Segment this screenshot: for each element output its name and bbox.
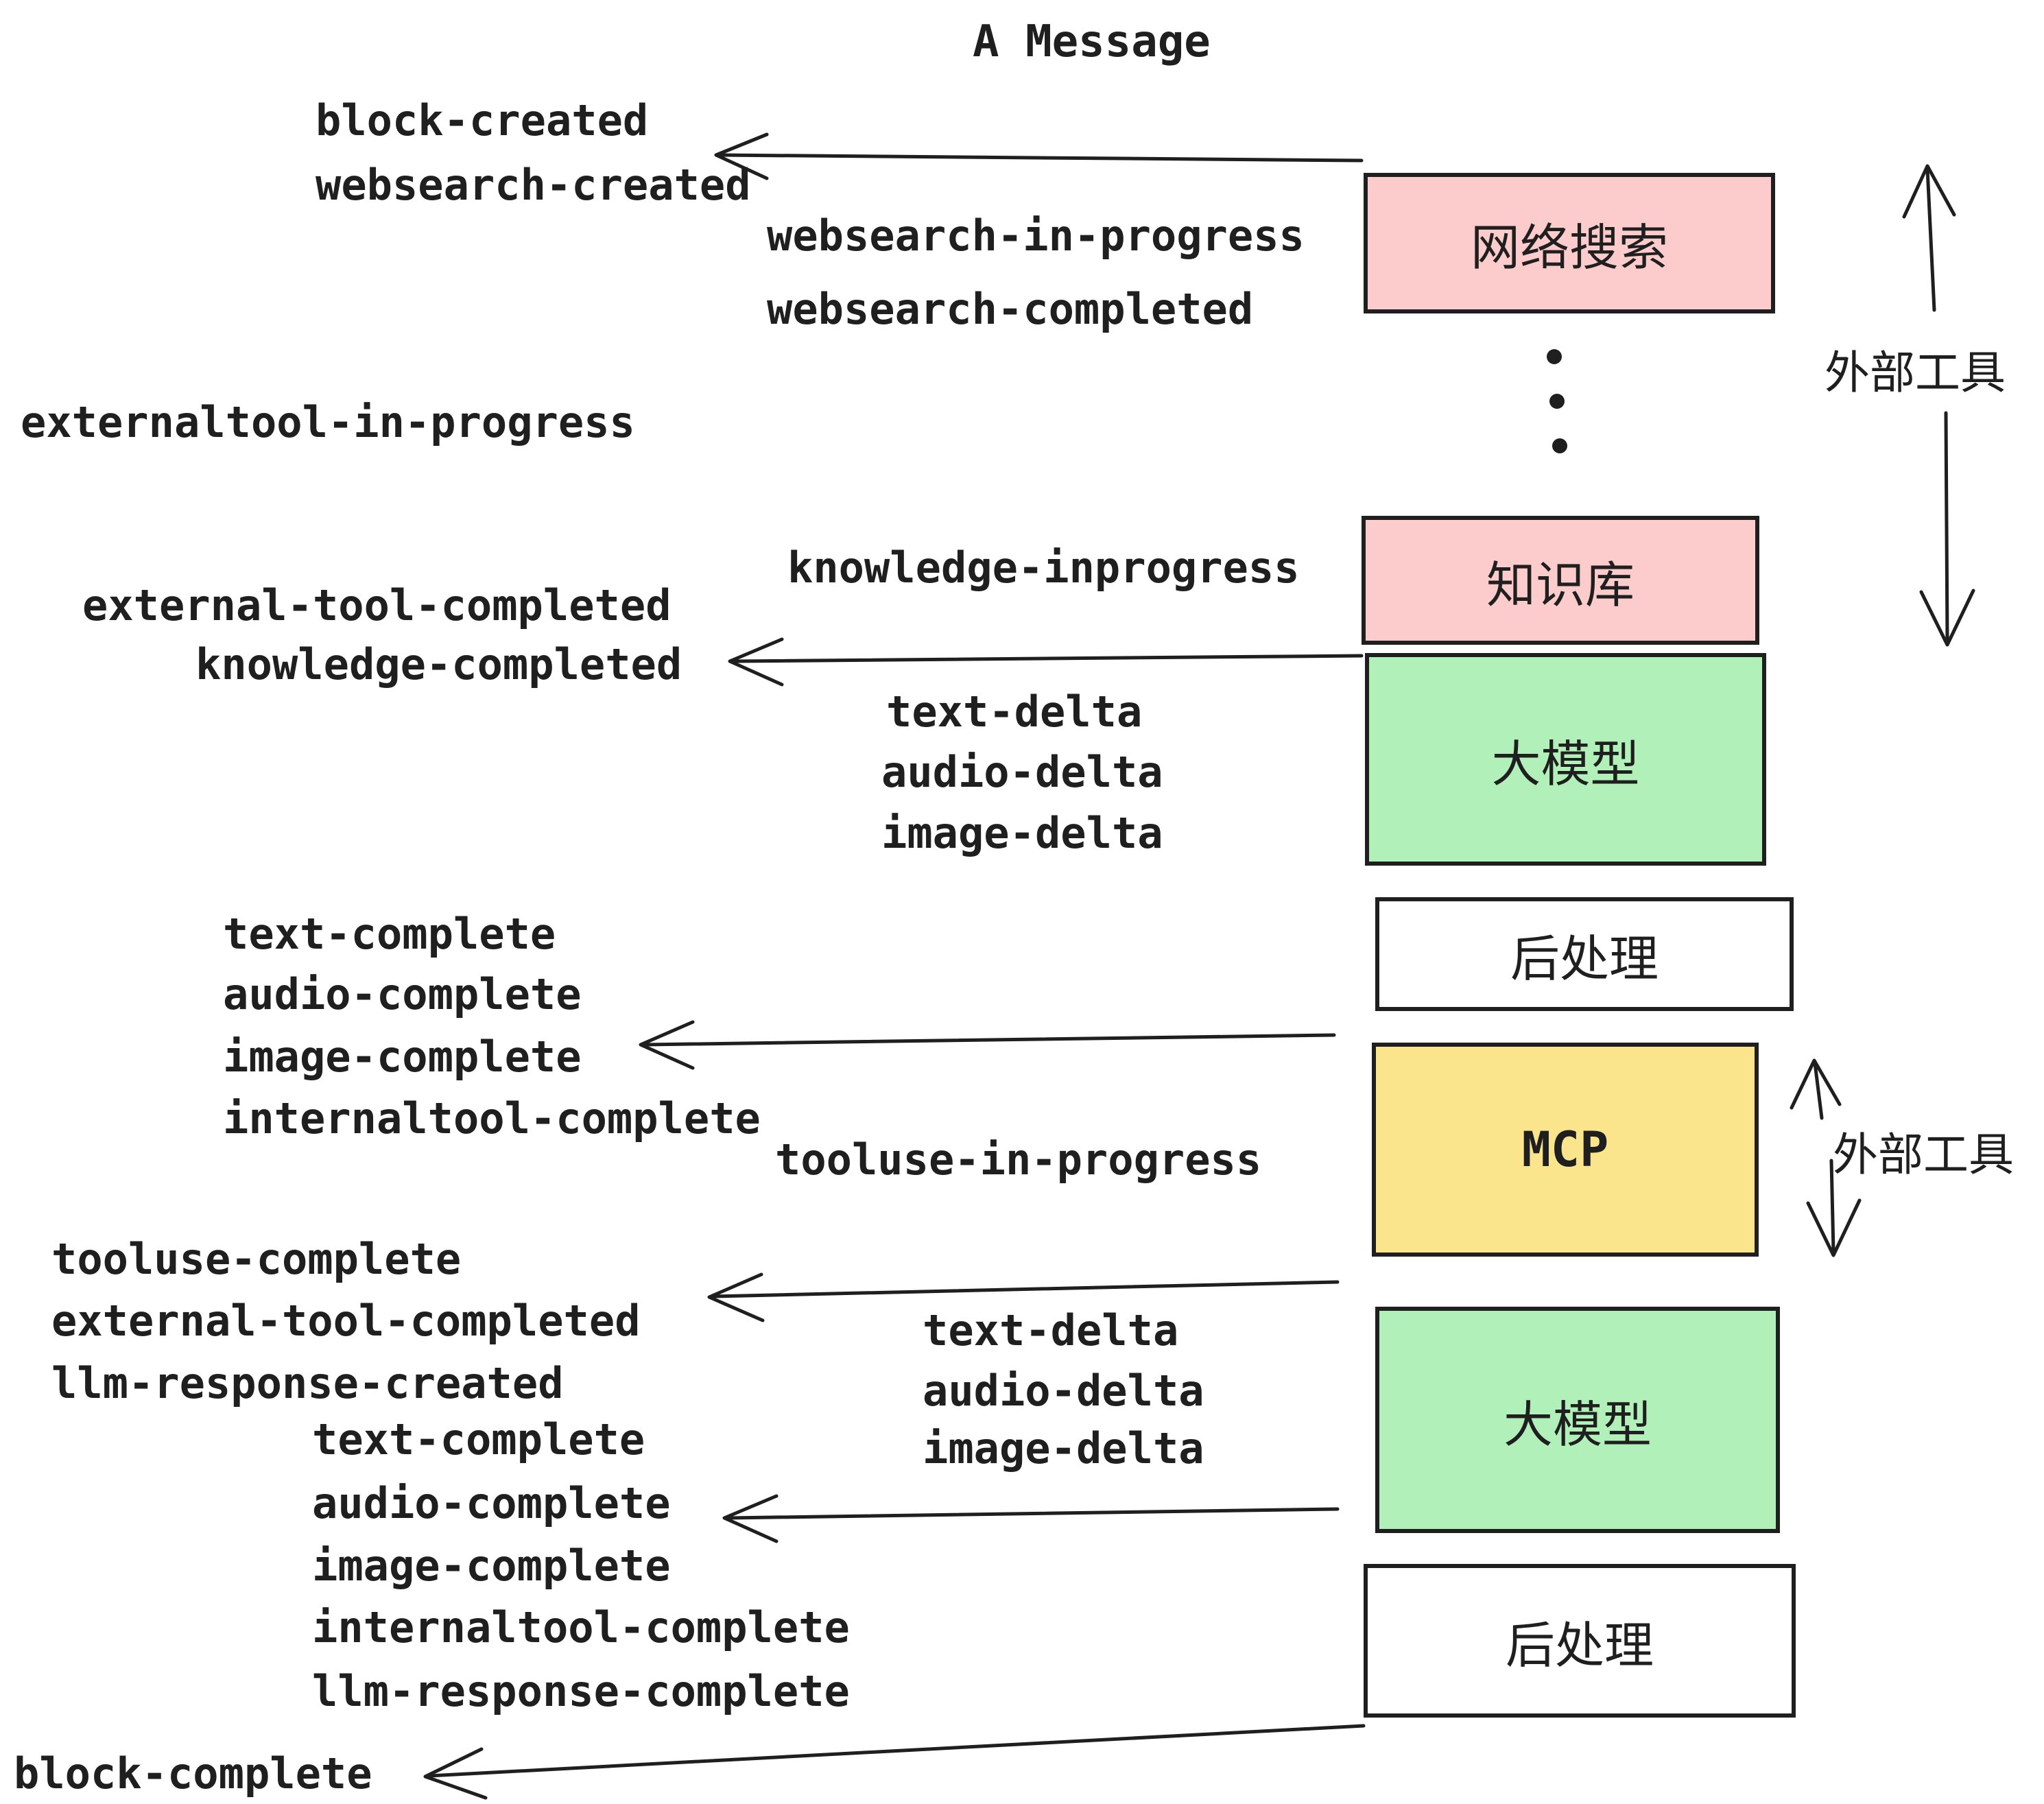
arrow-knowledge-completed-head (728, 637, 784, 687)
box-knowledge-label: 知识库 (1486, 558, 1635, 613)
event-knowledge-inprogress: knowledge-inprogress (787, 543, 1300, 593)
event-image-delta-2: image-delta (923, 1423, 1204, 1473)
external-tools-arrow-down-2-head (1806, 1198, 1862, 1257)
event-text-complete-1: text-complete (223, 909, 556, 959)
arrow-external-tool-completed-head (707, 1272, 765, 1322)
event-audio-delta-1: audio-delta (881, 747, 1163, 797)
arrow-block-complete-head (423, 1747, 488, 1800)
event-websearch-in-progress: websearch-in-progress (767, 211, 1305, 261)
box-knowledge: 知识库 (1362, 516, 1759, 645)
box-postprocess-2: 后处理 (1364, 1564, 1796, 1718)
event-external-tool-completed-2: external-tool-completed (51, 1296, 641, 1346)
box-mcp: MCP (1372, 1043, 1759, 1257)
box-mcp-label: MCP (1521, 1121, 1609, 1178)
event-image-complete-1: image-complete (223, 1032, 582, 1082)
event-audio-complete-1: audio-complete (223, 969, 582, 1019)
event-tooluse-complete: tooluse-complete (51, 1234, 462, 1284)
event-internaltool-complete-2: internaltool-complete (312, 1602, 850, 1652)
external-tools-arrow-up-1-head (1902, 164, 1956, 219)
box-llm-2-label: 大模型 (1503, 1397, 1652, 1453)
external-tools-arrow-down-2 (1829, 1159, 1835, 1253)
event-llm-response-complete: llm-response-complete (312, 1666, 850, 1716)
event-block-created: block-created (316, 95, 649, 145)
event-internaltool-complete-1: internaltool-complete (223, 1093, 761, 1143)
event-text-delta-2: text-delta (923, 1305, 1179, 1355)
external-tools-arrow-up-2 (1813, 1061, 1824, 1120)
external-tools-arrow-down-1-head (1919, 589, 1975, 647)
box-postprocess-1-label: 后处理 (1510, 931, 1659, 987)
event-websearch-created: websearch-created (316, 160, 751, 210)
event-audio-complete-2: audio-complete (312, 1478, 671, 1528)
event-tooluse-in-progress: tooluse-in-progress (775, 1135, 1262, 1185)
event-block-complete: block-complete (14, 1748, 372, 1799)
event-llm-response-created: llm-response-created (51, 1358, 564, 1408)
event-image-delta-1: image-delta (881, 808, 1163, 858)
arrow-block-complete (427, 1724, 1366, 1778)
event-knowledge-completed: knowledge-completed (195, 639, 682, 689)
box-llm-2: 大模型 (1375, 1307, 1780, 1533)
page-title: A Message (973, 16, 1211, 67)
arrow-audio-complete (726, 1507, 1340, 1520)
event-text-complete-2: text-complete (312, 1414, 645, 1464)
box-postprocess-2-label: 后处理 (1505, 1618, 1654, 1674)
external-tools-label-2: 外部工具 (1833, 1129, 2014, 1180)
arrow-audio-complete-head (722, 1494, 779, 1543)
external-tools-arrow-down-1 (1944, 411, 1949, 643)
box-llm-1: 大模型 (1365, 653, 1766, 866)
event-text-delta-1: text-delta (886, 687, 1143, 737)
event-websearch-completed: websearch-completed (767, 284, 1254, 334)
external-tools-arrow-up-1 (1925, 167, 1936, 312)
arrow-external-tool-completed (711, 1280, 1340, 1298)
arrow-image-complete-head (639, 1020, 695, 1070)
event-image-complete-2: image-complete (312, 1541, 671, 1591)
event-external-tool-completed-1: external-tool-completed (82, 580, 672, 630)
event-audio-delta-2: audio-delta (923, 1366, 1204, 1416)
box-llm-1-label: 大模型 (1491, 737, 1640, 792)
box-postprocess-1: 后处理 (1375, 897, 1794, 1011)
vertical-ellipsis (1547, 349, 1567, 453)
box-websearch-label: 网络搜索 (1470, 221, 1668, 276)
arrow-block-created (717, 153, 1364, 163)
external-tools-arrow-up-2-head (1790, 1058, 1842, 1110)
arrow-knowledge-completed (732, 654, 1364, 663)
external-tools-label-1: 外部工具 (1825, 347, 2006, 398)
arrow-image-complete (643, 1033, 1336, 1047)
box-websearch: 网络搜索 (1364, 173, 1775, 313)
arrow-block-created-head (714, 132, 769, 180)
event-externaltool-in-progress: externaltool-in-progress (21, 397, 635, 447)
